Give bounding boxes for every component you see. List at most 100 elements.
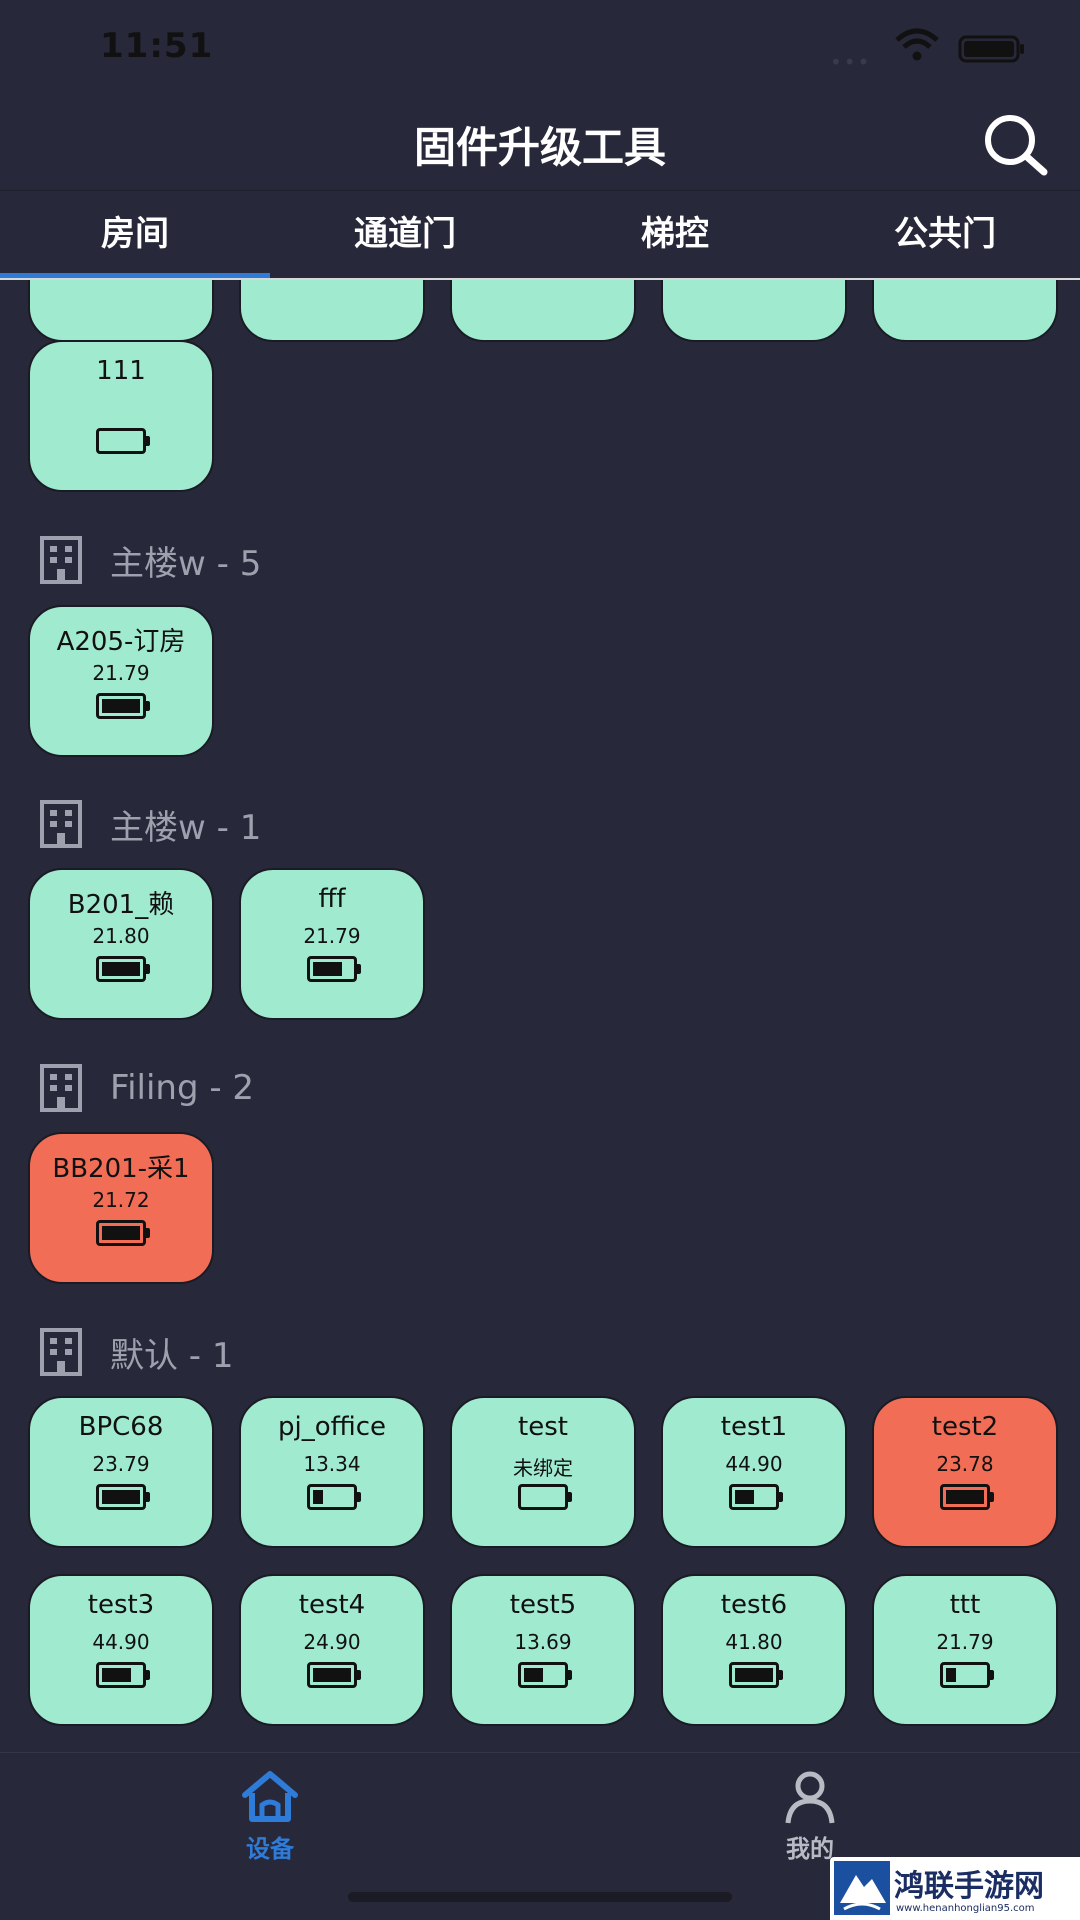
app-header: 固件升级工具 [0, 100, 1080, 190]
section-header: 主楼w - 5 [36, 530, 261, 590]
page-title: 固件升级工具 [413, 123, 666, 172]
home-indicator[interactable] [348, 1892, 732, 1902]
battery-icon [307, 1662, 361, 1688]
watermark: 鸿联手游网 www.henanhonglian95.com [830, 1857, 1080, 1920]
search-icon[interactable] [980, 112, 1052, 176]
device-name: fff [318, 884, 346, 914]
building-icon [40, 536, 82, 584]
section-title: 主楼w - 5 [110, 543, 262, 584]
section-header: 主楼w - 1 [36, 794, 261, 854]
section-title: 主楼w - 1 [110, 807, 262, 848]
device-value: 23.78 [936, 1452, 994, 1476]
section-header: Filing - 2 [36, 1058, 254, 1118]
device-name: ttt [949, 1590, 981, 1620]
active-tab-indicator [0, 273, 270, 278]
device-name: 111 [96, 356, 146, 386]
battery-status-icon [958, 35, 1024, 63]
device-card[interactable] [450, 280, 636, 342]
section-title: 默认 - 1 [110, 1335, 234, 1376]
user-icon [785, 1771, 835, 1824]
device-value: 23.79 [92, 1452, 150, 1476]
device-card[interactable]: test4 24.90 [239, 1574, 425, 1726]
battery-icon [96, 1220, 150, 1246]
device-card[interactable]: test1 44.90 [661, 1396, 847, 1548]
device-name: test5 [509, 1590, 577, 1620]
device-name: A205-订房 [56, 627, 186, 657]
device-card[interactable] [872, 280, 1058, 342]
device-card[interactable]: fff 21.79 [239, 868, 425, 1020]
wifi-icon [895, 28, 939, 61]
device-value: 24.90 [303, 1630, 361, 1654]
device-card[interactable]: B201_赖 21.80 [28, 868, 214, 1020]
device-card[interactable]: A205-订房 21.79 [28, 605, 214, 757]
signal-dots-icon: ••• [830, 50, 872, 74]
device-card[interactable]: pj_office 13.34 [239, 1396, 425, 1548]
device-name: BPC68 [78, 1412, 164, 1442]
device-value: 13.69 [514, 1630, 572, 1654]
device-value: 未绑定 [513, 1456, 573, 1480]
device-card[interactable] [239, 280, 425, 342]
device-name: test2 [931, 1412, 999, 1442]
tab-divider [0, 278, 1080, 280]
battery-icon [307, 1484, 361, 1510]
tab-passage-doors[interactable]: 通道门 [354, 214, 456, 254]
nav-profile[interactable]: 我的 [740, 1763, 880, 1873]
device-value: 21.79 [92, 661, 150, 685]
device-name: test3 [87, 1590, 155, 1620]
battery-icon [96, 428, 150, 454]
tab-rooms[interactable]: 房间 [101, 214, 169, 254]
device-name: test4 [298, 1590, 366, 1620]
building-icon [40, 800, 82, 848]
nav-devices[interactable]: 设备 [200, 1763, 340, 1873]
battery-icon [518, 1662, 572, 1688]
device-value: 21.79 [303, 924, 361, 948]
battery-icon [940, 1484, 994, 1510]
device-list[interactable]: 111 主楼w - 5 A205-订房 21.79 主楼w - 1 B201 [0, 280, 1080, 1752]
device-card[interactable]: 111 [28, 340, 214, 492]
battery-icon [518, 1484, 572, 1510]
watermark-logo-icon [834, 1861, 890, 1915]
device-value: 13.34 [303, 1452, 361, 1476]
battery-icon [940, 1662, 994, 1688]
nav-devices-label: 设备 [246, 1835, 294, 1863]
nav-profile-label: 我的 [786, 1835, 834, 1863]
device-value: 21.80 [92, 924, 150, 948]
section-header: 默认 - 1 [36, 1322, 234, 1382]
device-card[interactable]: test6 41.80 [661, 1574, 847, 1726]
device-name: B201_赖 [67, 890, 175, 920]
device-card[interactable]: test5 13.69 [450, 1574, 636, 1726]
device-value: 44.90 [725, 1452, 783, 1476]
device-card[interactable]: BPC68 23.79 [28, 1396, 214, 1548]
device-name: test1 [720, 1412, 788, 1442]
tab-elevator-control[interactable]: 梯控 [641, 214, 709, 254]
battery-icon [96, 693, 150, 719]
home-icon [242, 1771, 298, 1822]
device-name: test6 [720, 1590, 788, 1620]
device-value: 21.72 [92, 1188, 150, 1212]
device-card[interactable]: BB201-采1 21.72 [28, 1132, 214, 1284]
building-icon [40, 1328, 82, 1376]
watermark-text: 鸿联手游网 [894, 1869, 1044, 1904]
device-value: 41.80 [725, 1630, 783, 1654]
device-card[interactable] [28, 280, 214, 342]
device-value: 21.79 [936, 1630, 994, 1654]
device-value: 44.90 [92, 1630, 150, 1654]
battery-icon [729, 1662, 783, 1688]
device-card[interactable]: test3 44.90 [28, 1574, 214, 1726]
watermark-url: www.henanhonglian95.com [896, 1903, 1035, 1914]
tab-bar: 房间 通道门 梯控 公共门 [0, 190, 1080, 280]
section-title: Filing - 2 [110, 1068, 255, 1108]
device-card[interactable]: ttt 21.79 [872, 1574, 1058, 1726]
device-card[interactable] [661, 280, 847, 342]
status-time: 11:51 [100, 26, 214, 66]
device-name: test [518, 1412, 568, 1442]
battery-icon [307, 956, 361, 982]
battery-icon [96, 1484, 150, 1510]
device-name: BB201-采1 [52, 1154, 190, 1184]
device-card[interactable]: test 未绑定 [450, 1396, 636, 1548]
tab-public-doors[interactable]: 公共门 [894, 214, 996, 254]
device-card[interactable]: test2 23.78 [872, 1396, 1058, 1548]
battery-icon [729, 1484, 783, 1510]
building-icon [40, 1064, 82, 1112]
device-name: pj_office [277, 1412, 387, 1442]
